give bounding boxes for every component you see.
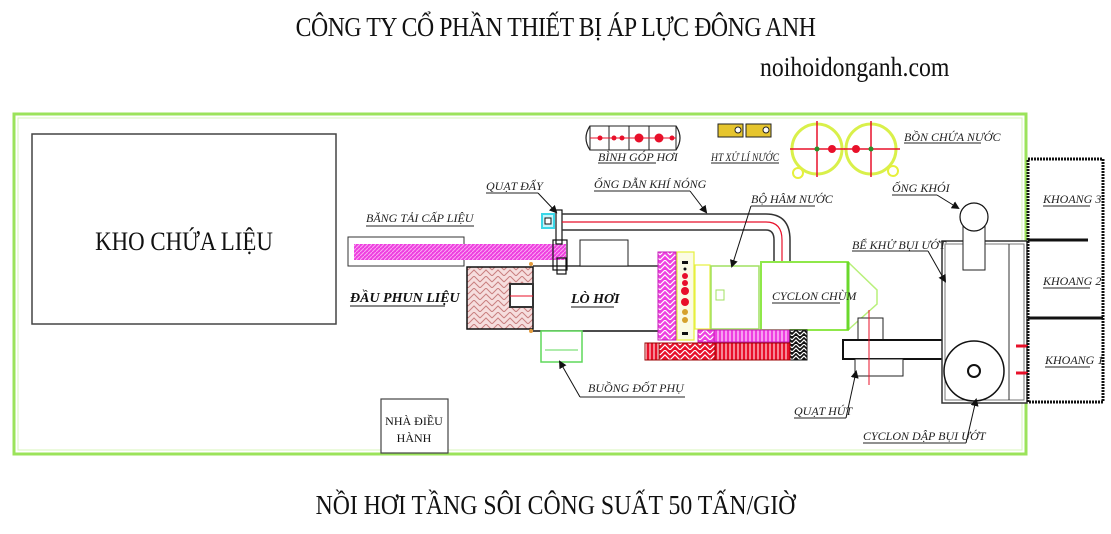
storage-label: KHO CHỨA LIỆU bbox=[95, 227, 273, 257]
conveyor-label: BĂNG TẢI CẤP LIỆU bbox=[366, 210, 475, 225]
feeder-head-label: ĐẦU PHUN LIỆU bbox=[349, 289, 461, 306]
wet-cyclone-label: CYCLON DẬP BỤI ƯỚT bbox=[863, 429, 987, 443]
control-office bbox=[380, 398, 449, 454]
boiler-label: LÒ HƠI bbox=[570, 290, 620, 307]
water-treatment-units bbox=[717, 123, 772, 138]
multi-cyclone-label: CYCLON CHÙM bbox=[772, 289, 857, 303]
wet-scrubber-label: BỂ KHỬ BỤI ƯỚT bbox=[852, 237, 947, 252]
hot-air-duct bbox=[562, 213, 791, 263]
storage-warehouse bbox=[31, 133, 337, 325]
office-label-line1: NHÀ ĐIỀU bbox=[385, 413, 443, 428]
induced-fan-label: QUẠT HÚT bbox=[794, 404, 853, 418]
water-tank-2 bbox=[844, 121, 900, 177]
bay-3-label: KHOANG 3 bbox=[1042, 192, 1101, 206]
water-tank-label: BỒN CHỨA NƯỚC bbox=[904, 129, 1002, 144]
economizer bbox=[694, 264, 711, 330]
website-url: noihoidonganh.com bbox=[760, 52, 950, 82]
steam-header bbox=[585, 125, 681, 151]
forced-fan-label: QUẠT ĐẨY bbox=[486, 178, 544, 193]
multi-cyclone bbox=[760, 261, 878, 331]
office-label-line2: HÀNH bbox=[397, 431, 432, 445]
boiler-box bbox=[579, 239, 629, 267]
chimney bbox=[959, 202, 989, 271]
economizer-brick bbox=[657, 251, 677, 341]
water-treatment-label: HT XỬ LÍ NƯỚC bbox=[710, 150, 780, 164]
company-name: CÔNG TY CỔ PHẦN THIẾT BỊ ÁP LỰC ĐÔNG ANH bbox=[295, 12, 816, 42]
chimney-label: ỐNG KHÓI bbox=[892, 180, 951, 195]
bays bbox=[1026, 157, 1105, 404]
aux-combustion-chamber bbox=[540, 330, 583, 363]
diagram-caption: NỒI HƠI TẦNG SÔI CÔNG SUẤT 50 TẤN/GIỜ bbox=[315, 490, 796, 520]
boiler-control-panel bbox=[676, 251, 695, 341]
economizer-label: BỘ HÂM NƯỚC bbox=[751, 192, 834, 206]
hot-air-duct-label: ỐNG DẪN KHÍ NÓNG bbox=[594, 176, 707, 191]
wet-cyclone bbox=[943, 340, 1005, 402]
aux-chamber-label: BUỒNG ĐỐT PHỤ bbox=[588, 380, 685, 395]
water-tank-1 bbox=[790, 121, 846, 179]
feed-conveyor bbox=[354, 244, 566, 260]
bay-1-label: KHOANG 1 bbox=[1044, 353, 1103, 367]
steam-header-label: BÌNH GÓP HƠI bbox=[598, 150, 679, 164]
bay-2-label: KHOANG 2 bbox=[1042, 274, 1101, 288]
